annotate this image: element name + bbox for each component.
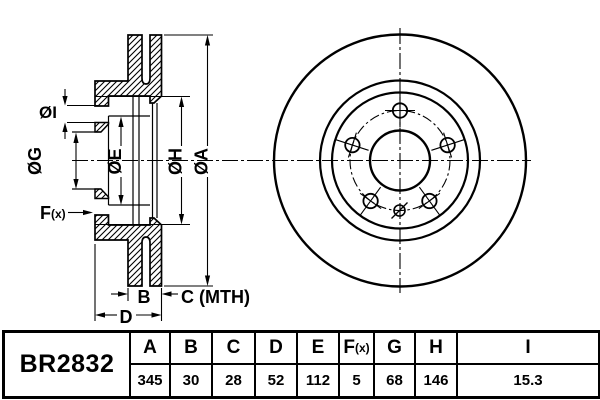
technical-drawing: ØI ØG ØE ØH ØA F(x) B C (MTH) D — [25, 28, 531, 327]
locating-hole-slash — [391, 202, 408, 219]
section-upper-wedge — [94, 121, 110, 133]
section-upper-solid — [94, 34, 163, 107]
spec-col-header-g: G — [375, 333, 416, 365]
dim-label-f: F(x) — [40, 203, 66, 223]
dim-label-i: ØI — [39, 103, 57, 122]
part-number: BR2832 — [5, 333, 131, 396]
spec-value-i: 15.3 — [458, 364, 598, 396]
locating-screw-hole — [393, 204, 406, 217]
spec-col-header-i: I — [458, 333, 598, 365]
spec-table: BR2832 A B C D E F(x) G H I 345 30 28 52… — [2, 330, 600, 399]
spec-value-g: 68 — [375, 364, 416, 396]
spec-value-b: 30 — [171, 364, 213, 396]
dim-label-e: ØE — [105, 148, 125, 174]
spec-col-header-f: F(x) — [340, 333, 375, 365]
dimension-labels: ØI ØG ØE ØH ØA F(x) B C (MTH) D — [25, 103, 250, 327]
section-lower-solid — [94, 214, 163, 287]
dim-label-b: B — [138, 287, 151, 307]
spec-value-f: 5 — [340, 364, 375, 396]
spec-value-e: 112 — [298, 364, 340, 396]
dim-label-h: ØH — [166, 148, 186, 175]
front-view — [272, 28, 528, 293]
dim-label-c: C (MTH) — [181, 287, 250, 307]
spec-value-a: 345 — [131, 364, 171, 396]
dimensions — [62, 35, 211, 318]
dim-label-d: D — [120, 307, 133, 327]
spec-value-h: 146 — [416, 364, 458, 396]
spec-col-header-e: E — [298, 333, 340, 365]
spec-col-header-d: D — [256, 333, 298, 365]
section-lower-wedge — [94, 188, 110, 200]
spec-value-c: 28 — [213, 364, 256, 396]
dim-label-g: ØG — [25, 147, 45, 175]
spec-value-d: 52 — [256, 364, 298, 396]
spec-col-header-c: C — [213, 333, 256, 365]
dim-label-a: ØA — [192, 148, 212, 175]
spec-col-header-a: A — [131, 333, 171, 365]
spec-col-header-h: H — [416, 333, 458, 365]
bolt-hole-ticks — [336, 93, 464, 216]
spec-col-header-b: B — [171, 333, 213, 365]
spec-grid: A B C D E F(x) G H I 345 30 28 52 112 5 … — [131, 333, 598, 396]
section-view — [67, 34, 213, 321]
